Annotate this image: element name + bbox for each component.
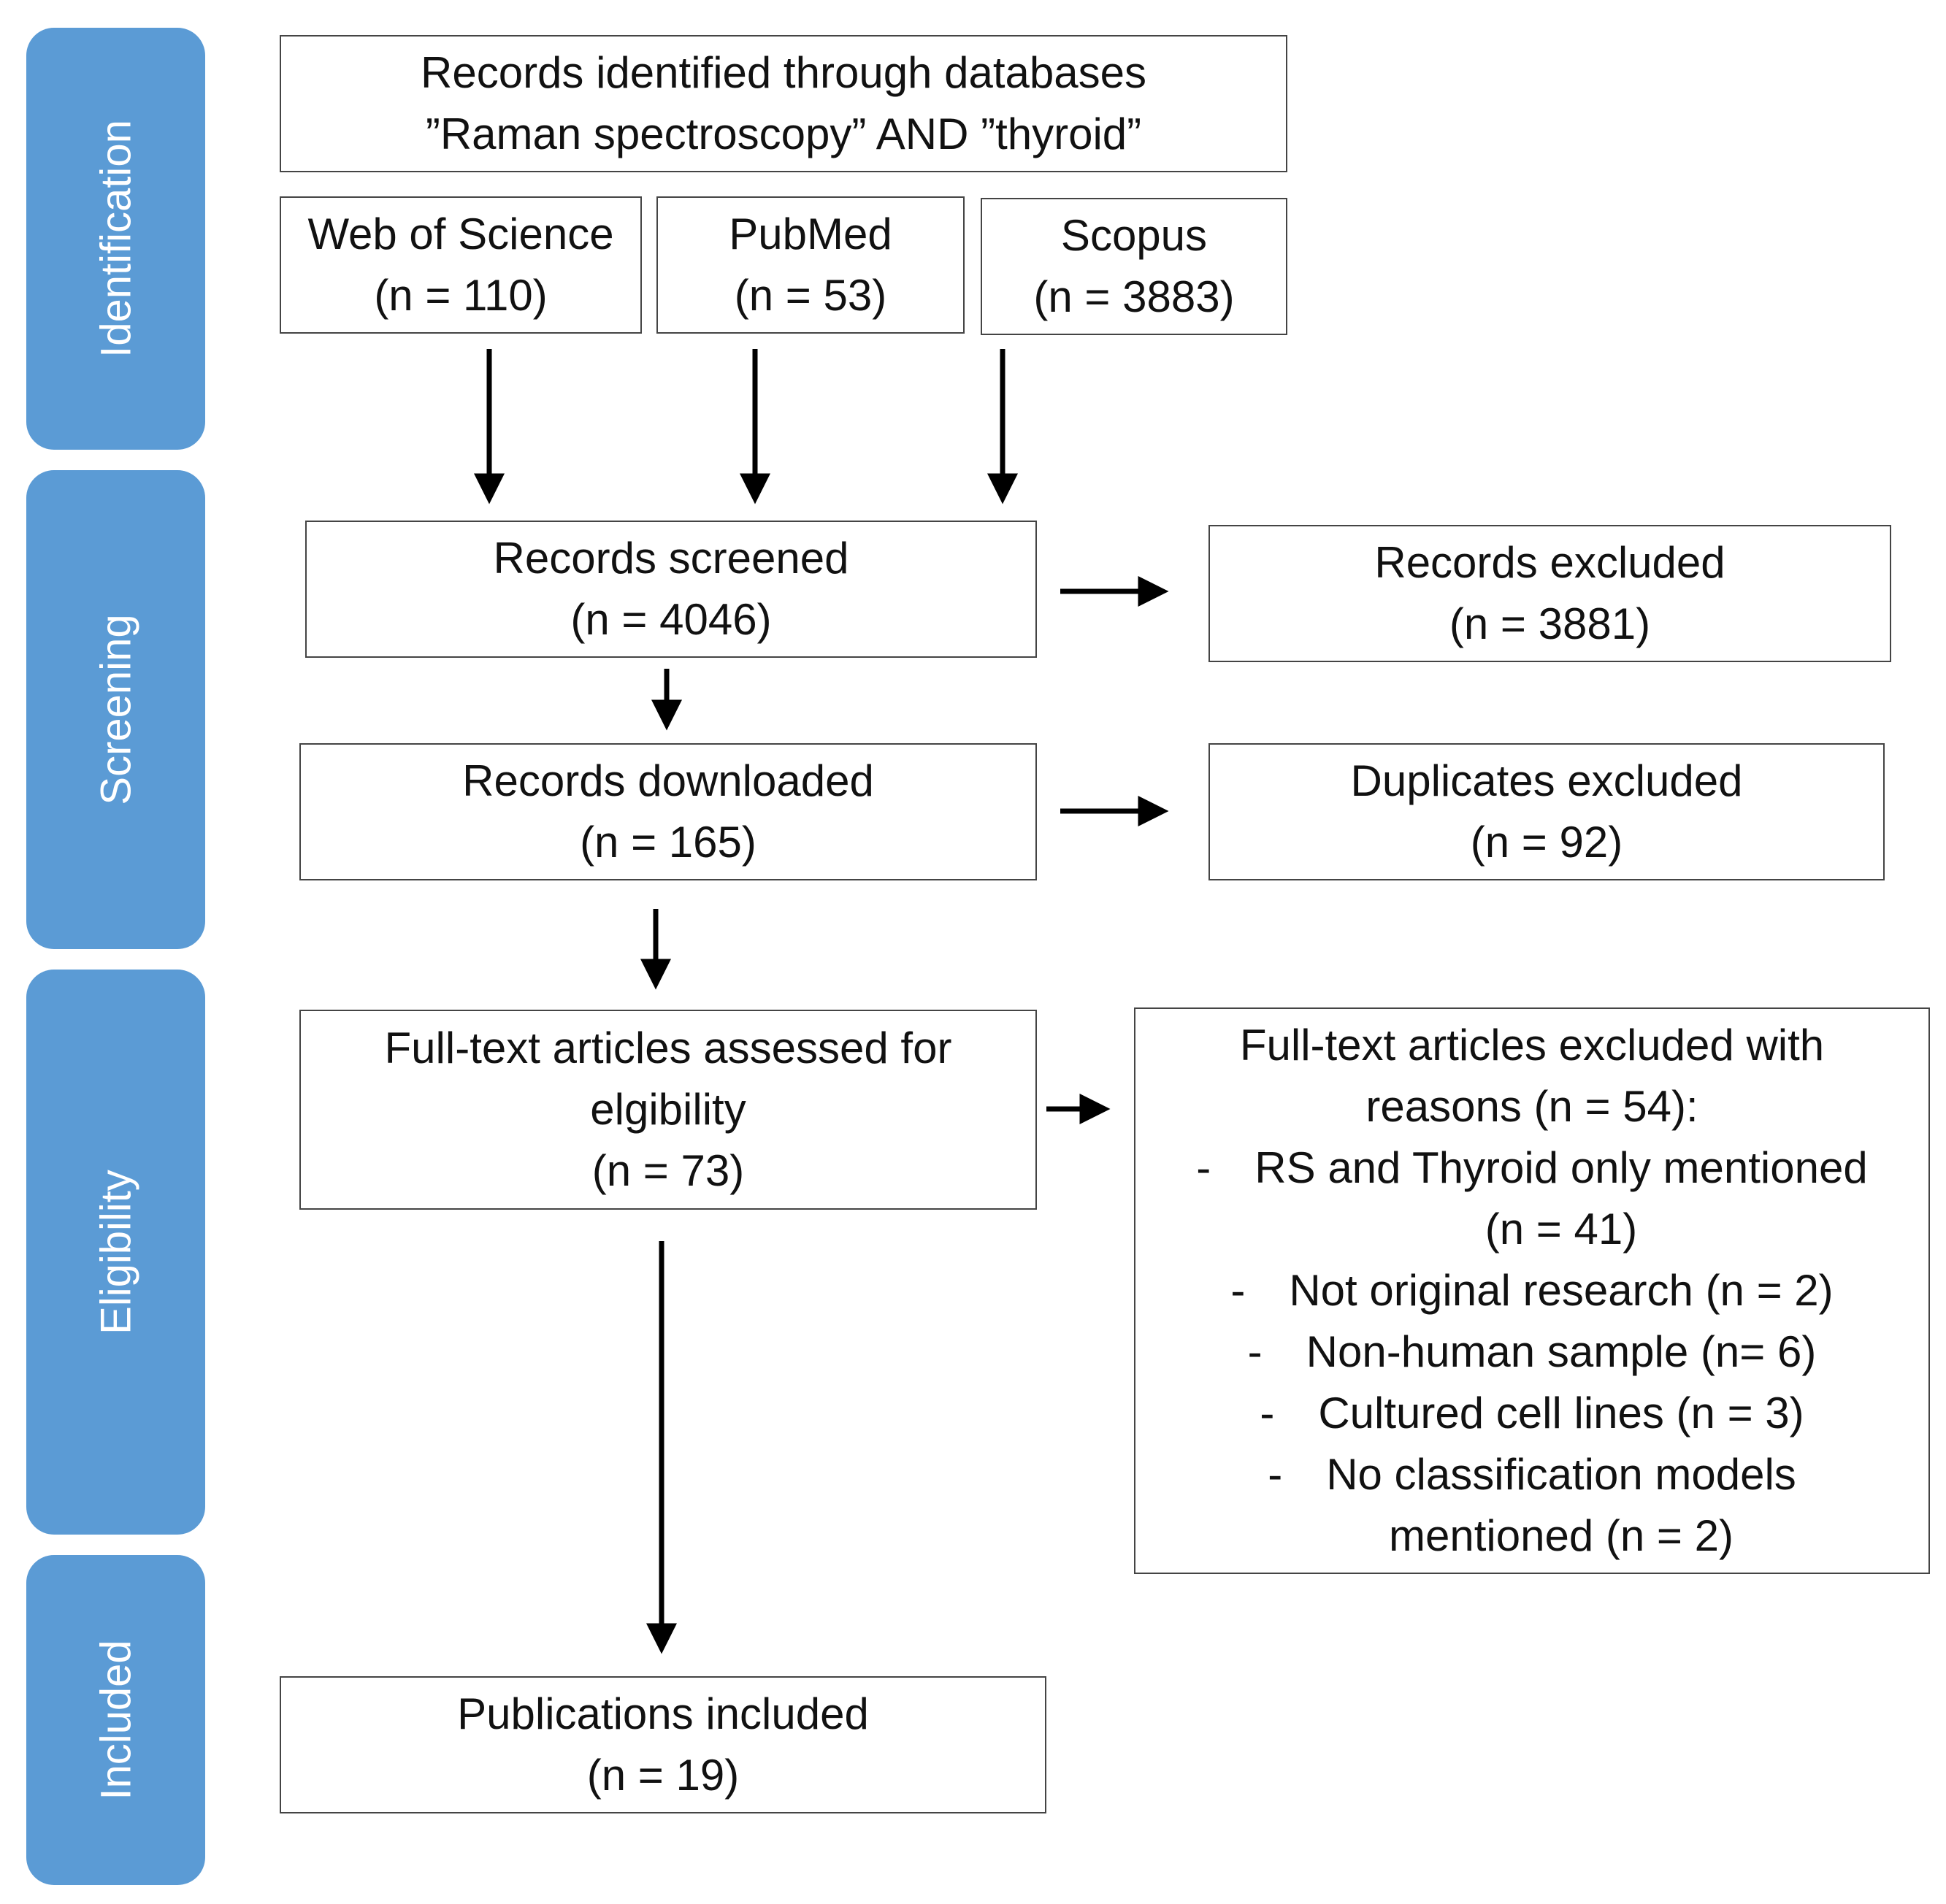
records-identified-box: Records identified through databases ”Ra…	[280, 35, 1287, 172]
exclusion-reasons-list: -RS and Thyroid only mentioned (n = 41) …	[1196, 1137, 1867, 1567]
duplicates-excluded-count: (n = 92)	[1470, 818, 1623, 867]
records-screened-count: (n = 4046)	[570, 595, 772, 644]
source-count: (n = 3883)	[1033, 272, 1235, 321]
exclusion-reason: -No classification models mentioned (n =…	[1196, 1444, 1867, 1567]
reason-dash: -	[1230, 1266, 1246, 1315]
full-text-assessed-box: Full-text articles assessed for elgibili…	[299, 1010, 1037, 1210]
duplicates-excluded-box: Duplicates excluded (n = 92)	[1208, 743, 1885, 880]
records-identified-line1: Records identified through databases	[421, 48, 1146, 97]
publications-included-count: (n = 19)	[586, 1751, 740, 1800]
records-excluded-box: Records excluded (n = 3881)	[1208, 525, 1891, 662]
reason-text: RS and Thyroid only mentioned	[1254, 1143, 1868, 1192]
duplicates-excluded-title: Duplicates excluded	[1350, 756, 1743, 805]
records-screened-title: Records screened	[493, 534, 849, 583]
exclusion-reason: -Non-human sample (n= 6)	[1196, 1321, 1867, 1383]
phase-identification: Identification	[26, 28, 205, 450]
reason-dash: -	[1196, 1143, 1211, 1192]
records-downloaded-count: (n = 165)	[580, 818, 756, 867]
publications-included-box: Publications included (n = 19)	[280, 1676, 1046, 1813]
source-web-of-science-box: Web of Science (n = 110)	[280, 196, 642, 334]
publications-included-title: Publications included	[457, 1689, 869, 1738]
exclusion-reason: -Not original research (n = 2)	[1196, 1260, 1867, 1321]
reason-text: Cultured cell lines (n = 3)	[1318, 1389, 1804, 1437]
source-pubmed-box: PubMed (n = 53)	[656, 196, 965, 334]
records-excluded-title: Records excluded	[1374, 538, 1725, 587]
reason-dash: -	[1260, 1389, 1275, 1437]
reason-text: Not original research (n = 2)	[1289, 1266, 1834, 1315]
full-text-assessed-line2: elgibility	[590, 1085, 746, 1134]
phase-screening: Screening	[26, 470, 205, 949]
phase-eligibility: Eligibility	[26, 970, 205, 1535]
records-screened-box: Records screened (n = 4046)	[305, 521, 1037, 658]
reason-continuation: (n = 41)	[1485, 1205, 1638, 1254]
reason-continuation: mentioned (n = 2)	[1389, 1511, 1734, 1560]
exclusion-reason: -RS and Thyroid only mentioned (n = 41)	[1196, 1137, 1867, 1260]
full-text-excluded-line2: reasons (n = 54):	[1365, 1082, 1698, 1131]
records-excluded-count: (n = 3881)	[1449, 599, 1651, 648]
source-scopus-box: Scopus (n = 3883)	[981, 198, 1287, 335]
source-name: PubMed	[729, 210, 892, 258]
full-text-excluded-line1: Full-text articles excluded with	[1239, 1021, 1825, 1070]
records-identified-line2: ”Raman spectroscopy” AND ”thyroid”	[425, 110, 1142, 158]
full-text-assessed-count: (n = 73)	[591, 1146, 745, 1195]
reason-dash: -	[1247, 1327, 1263, 1376]
reason-text: No classification models	[1326, 1450, 1796, 1499]
exclusion-reason: -Cultured cell lines (n = 3)	[1196, 1383, 1867, 1444]
source-count: (n = 110)	[374, 271, 548, 320]
records-downloaded-box: Records downloaded (n = 165)	[299, 743, 1037, 880]
source-name: Scopus	[1060, 211, 1208, 260]
reason-text: Non-human sample (n= 6)	[1306, 1327, 1817, 1376]
reason-dash: -	[1268, 1450, 1283, 1499]
records-downloaded-title: Records downloaded	[462, 756, 874, 805]
phase-included: Included	[26, 1555, 205, 1885]
source-count: (n = 53)	[734, 271, 887, 320]
full-text-excluded-box: Full-text articles excluded with reasons…	[1134, 1007, 1930, 1574]
source-name: Web of Science	[307, 210, 614, 258]
full-text-assessed-line1: Full-text articles assessed for	[384, 1024, 952, 1072]
